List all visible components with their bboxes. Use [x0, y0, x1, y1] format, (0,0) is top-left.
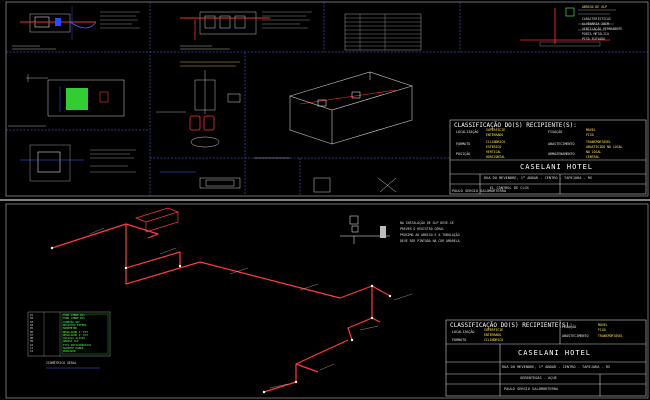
upper-col2-opt-3a: NO LOCAL [586, 150, 602, 154]
materials-table-row: TUBO COBRE Ø22 [63, 314, 85, 317]
note-top-4: VENTILAÇÃO PERMANENTE [582, 27, 623, 31]
materials-table-row: ABRIGO GLP [63, 340, 79, 344]
materials-table-row: PURGADOR [63, 350, 76, 354]
upper-col1-label-2: FORMATO [456, 142, 471, 146]
materials-table-top [344, 13, 422, 51]
note-mid-1: NA INSTALAÇÃO DE GLP DEVE-SE [400, 221, 454, 225]
upper-title-block-frame [449, 119, 647, 195]
lower-sheet [5, 203, 649, 399]
materials-table-row: VÁLVULA ALÍVIO [63, 337, 85, 341]
materials-table-row-index: 09 [30, 340, 34, 344]
upper-hotel-name: CASELANI HOTEL [520, 163, 594, 171]
materials-table-row-index: 05 [30, 327, 34, 331]
lower-col2-opt-2a: TRANSPORTÁVEL [598, 334, 623, 338]
upper-col2-opt-3b: CENTRAL [586, 155, 600, 159]
materials-table-row-index: 07 [30, 333, 34, 337]
upper-col2-label-1: FIXAÇÃO [548, 130, 563, 134]
upper-col1-label-3: POSIÇÃO [456, 152, 471, 156]
materials-table [27, 311, 111, 357]
detail-regulator-assembly [156, 61, 241, 148]
upper-subject: EL CONTROL DE CLGS [490, 186, 529, 190]
upper-sheet [5, 1, 649, 197]
materials-table-row: FITA ANTICORROSIVA [63, 343, 92, 347]
detail-meter [520, 7, 616, 47]
lower-col2-label-2: ABASTECIMENTO [562, 334, 589, 338]
lower-col2-label-1: FIXAÇÃO [562, 325, 577, 329]
materials-table-row: REGISTRO ESFERA [63, 323, 87, 327]
lower-prepared-by: PAULO SERGIO SALOMORTERRA [504, 387, 559, 391]
note-top-2: CARACTERÍSTICAS [582, 17, 611, 21]
materials-table-row-index: 02 [30, 317, 34, 321]
materials-table-row-index: 12 [30, 350, 34, 354]
upper-prepared-by: PAULO SERGIO SALOMORTERRA [452, 189, 507, 193]
detail-shelter-plan [8, 74, 125, 127]
note-top-3: ALVENARIA 20CM [582, 22, 609, 26]
lower-col2-opt-1b: FIXO [598, 328, 606, 332]
pipe-leader-lines [89, 227, 413, 389]
materials-table-row-index: 04 [30, 323, 34, 327]
note-top-1: ABRIGO DE GLP [582, 5, 607, 9]
upper-col2-opt-2a: TRANSPORTÁVEL [586, 140, 611, 144]
detail-3d-shelter [289, 71, 413, 145]
lower-col1-opt-2a: CILINDRICO [484, 338, 504, 342]
upper-col2-label-3: ARMAZENAMENTO [548, 152, 575, 156]
pipe-fittings [50, 246, 392, 394]
upper-col2-opt-2b: ABASTECIDO NO LOCAL [586, 145, 623, 149]
materials-table-row: REGULADOR 2º EST [63, 333, 88, 337]
lower-col1-label-1: LOCALIZAÇÃO [452, 330, 475, 334]
upper-address: RUA DO MEVENDRE, 1º ANDAR - CENTRO - TAP… [484, 176, 593, 180]
lower-address: RUA DO MEVENDRE, 1º ANDAR - CENTRO - TAP… [502, 365, 611, 369]
materials-table-row: TUBO COBRE Ø15 [63, 317, 85, 321]
upper-col2-opt-1b: FIXO [586, 133, 594, 137]
upper-col1-opt-2b: ESFERICO [486, 145, 502, 149]
note-top-5: PORTA METÁLICA [582, 32, 609, 36]
note-mid-2: PREVER O REGISTRO GERAL [400, 227, 445, 231]
upper-col2-opt-1a: MÓVEL [586, 128, 596, 132]
lower-title-block-frame [445, 319, 647, 397]
lower-subject: GERENTEGÁS - AÇUE [520, 376, 557, 380]
upper-col1-label-1: LOCALIZAÇÃO [456, 130, 479, 134]
lower-col1-opt-1b: ENTERRADO [484, 333, 502, 337]
lower-hotel-name: CASELANI HOTEL [518, 349, 592, 357]
materials-table-row-index: 10 [30, 343, 34, 347]
materials-table-row-index: 03 [30, 320, 34, 324]
upper-col1-opt-1b: ENTERRADO [486, 133, 504, 137]
materials-table-row-index: 08 [30, 337, 34, 341]
note-top-6: PISO ELEVADO [582, 37, 606, 41]
materials-table-row-index: 01 [30, 314, 34, 317]
detail-regulator-group [340, 215, 390, 244]
detail-regulator [12, 6, 140, 50]
note-mid-4: DEVE SER PINTADA NA COR AMARELA [400, 239, 460, 243]
meter-cabinet [134, 207, 180, 233]
materials-table-row: CONEXÃO 90° [63, 320, 81, 324]
upper-col1-opt-1a: SUPERFICIE [486, 128, 506, 132]
materials-table-row-index: 06 [30, 330, 34, 334]
lower-col2-opt-1a: MÓVEL [598, 323, 608, 327]
upper-col1-opt-3a: VERTICAL [486, 150, 502, 154]
lower-classification-title: CLASSIFICAÇÃO DO(S) RECIPIENTE(S): [450, 322, 573, 329]
detail-shelter-elevation [20, 144, 136, 182]
detail-valve-box [160, 157, 397, 193]
legend-title: ISOMÉTRICO GERAL [46, 361, 77, 365]
materials-table-row: MANÔMETRO [63, 327, 78, 331]
upper-col1-opt-2a: CILINDRICO [486, 140, 506, 144]
lower-col1-opt-1a: SUPERFICIE [484, 328, 504, 332]
upper-col2-label-2: ABASTECIMENTO [548, 142, 575, 146]
materials-table-row: REGULADOR 1º EST [63, 330, 88, 334]
upper-classification-title: CLASSIFICAÇÃO DO(S) RECIPIENTE(S): [454, 122, 577, 129]
lower-col1-label-2: FORMATO [452, 338, 467, 342]
materials-table-row-index: 11 [30, 347, 34, 350]
materials-table-row: SUPORTE PARED. [63, 347, 85, 350]
detail-cabinet [180, 11, 312, 50]
note-mid-3: PRÓXIMO AO ABRIGO E A TUBULAÇÃO [400, 233, 460, 237]
upper-col1-opt-3b: HORIZONTAL [486, 155, 506, 159]
